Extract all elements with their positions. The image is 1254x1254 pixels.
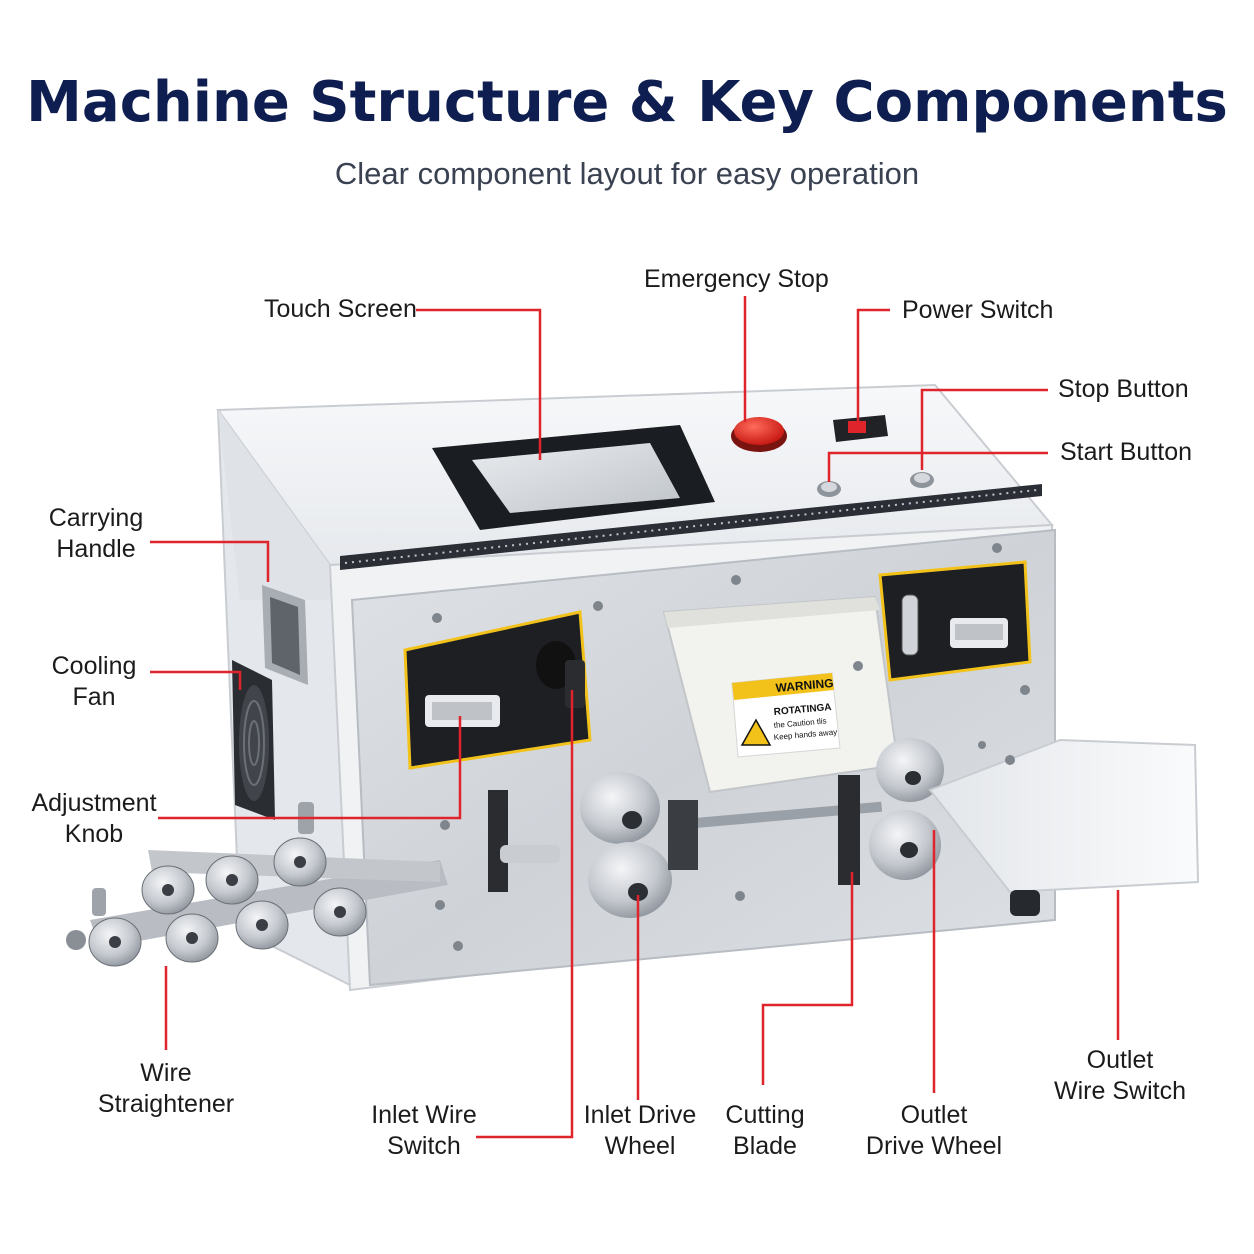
label-outlet-wire-switch-line-2: Wire Switch: [1054, 1077, 1186, 1105]
leader-stop-button: [920, 388, 1048, 470]
label-inlet-drive-wheel-line-2: Wheel: [604, 1132, 676, 1160]
leader-start-button: [827, 451, 1048, 482]
stop-button: [910, 472, 934, 488]
label-emergency-stop: Emergency Stop: [644, 265, 829, 293]
label-outlet-drive-wheel-line-2: Drive Wheel: [865, 1132, 1003, 1160]
label-adjustment-knob: Adjustment Knob: [24, 788, 164, 850]
inlet-drive-wheel-upper: [580, 772, 660, 844]
left-adjustment-panel: [403, 610, 592, 770]
label-outlet-wire-switch-line-1: Outlet: [1086, 1046, 1154, 1074]
label-outlet-drive-wheel-line-1: Outlet: [900, 1101, 968, 1129]
leader-inlet-wire-switch: [476, 690, 574, 1139]
outlet-drive-wheel-upper: [876, 738, 944, 802]
power-switch: [833, 415, 888, 442]
label-inlet-drive-wheel: Inlet Drive Wheel: [575, 1100, 705, 1162]
label-power-switch: Power Switch: [902, 296, 1054, 324]
label-cutting-blade-line-1: Cutting: [725, 1101, 805, 1129]
label-cooling-fan: Cooling Fan: [34, 651, 154, 713]
panel-screws: [432, 543, 1030, 951]
cooling-fan: [232, 660, 275, 820]
label-adjustment-knob-line-2: Knob: [64, 820, 124, 848]
leader-adjustment-knob: [158, 716, 462, 820]
label-wire-straightener-line-2: Straightener: [97, 1090, 235, 1118]
warning-line-1: ROTATINGA: [773, 702, 832, 718]
inlet-wire-switch: [488, 790, 560, 892]
leader-power-switch: [856, 308, 890, 426]
label-cooling-fan-line-2: Fan: [72, 683, 116, 711]
label-carrying-handle: Carrying Handle: [36, 503, 156, 565]
start-button: [817, 481, 841, 497]
label-wire-straightener: Wire Straightener: [90, 1058, 242, 1120]
label-carrying-handle-line-2: Handle: [56, 535, 136, 563]
label-cutting-blade-line-2: Blade: [733, 1132, 797, 1160]
outlet-drive-wheel-lower: [869, 810, 941, 880]
label-outlet-drive-wheel: Outlet Drive Wheel: [864, 1100, 1004, 1162]
ruler-strip: [340, 484, 1042, 570]
inlet-drive-wheel-lower: [588, 842, 672, 918]
warning-label: WARNING ROTATINGA the Caution tlis Keep …: [731, 672, 841, 758]
warning-heading: WARNING: [775, 676, 834, 695]
outlet-tray: [928, 738, 1200, 916]
leader-cooling-fan: [150, 670, 242, 690]
label-touch-screen: Touch Screen: [264, 295, 417, 323]
leader-cutting-blade: [761, 872, 854, 1085]
label-outlet-wire-switch: Outlet Wire Switch: [1048, 1045, 1192, 1107]
label-inlet-wire-switch: Inlet Wire Switch: [358, 1100, 490, 1162]
cutting-blade-assembly: [668, 775, 883, 885]
right-adjustment-panel: [878, 560, 1032, 682]
label-wire-straightener-line-1: Wire: [140, 1059, 192, 1087]
label-carrying-handle-line-1: Carrying: [48, 504, 144, 532]
wire-straightener: [66, 802, 448, 967]
label-inlet-wire-switch-line-2: Switch: [387, 1132, 461, 1160]
leader-lines: [150, 296, 1120, 1139]
label-inlet-wire-switch-line-1: Inlet Wire: [371, 1101, 477, 1129]
label-cutting-blade: Cutting Blade: [706, 1100, 824, 1162]
emergency-stop-button: [731, 417, 787, 452]
label-stop-button: Stop Button: [1058, 375, 1189, 403]
blade-housing: WARNING ROTATINGA the Caution tlis Keep …: [662, 595, 900, 794]
label-inlet-drive-wheel-line-1: Inlet Drive: [583, 1101, 697, 1129]
label-cooling-fan-line-1: Cooling: [51, 652, 137, 680]
label-start-button: Start Button: [1060, 438, 1193, 466]
leader-touch-screen: [416, 308, 542, 460]
page-subtitle: Clear component layout for easy operatio…: [334, 156, 920, 191]
carrying-handle: [262, 585, 308, 685]
label-adjustment-knob-line-1: Adjustment: [31, 789, 157, 817]
leader-carrying-handle: [150, 540, 270, 582]
page-title: Machine Structure & Key Components: [26, 70, 1228, 135]
touch-screen: [432, 425, 715, 530]
